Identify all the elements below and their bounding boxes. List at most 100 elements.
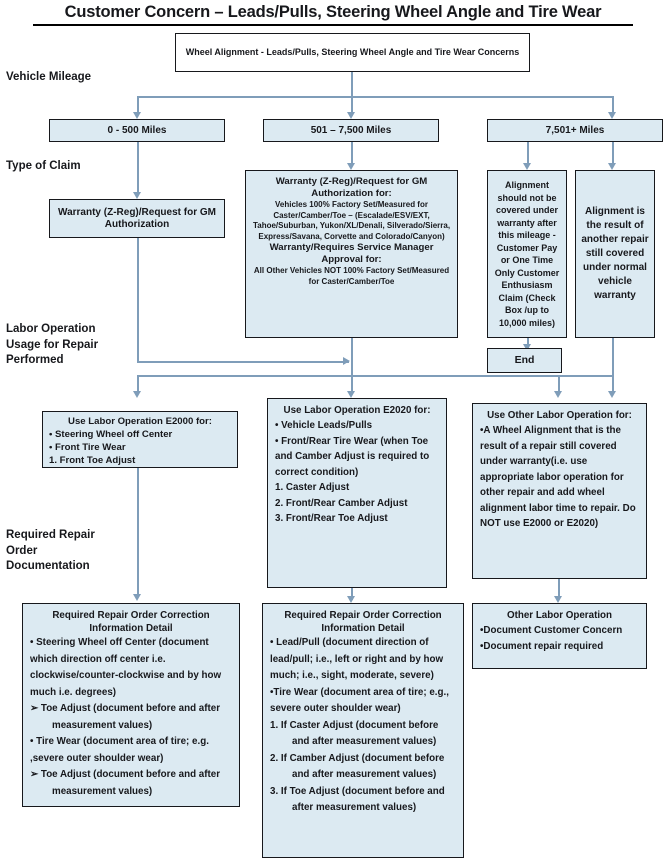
doc-node-left-header: Required Repair Order Correction Informa… (52, 610, 210, 634)
start-node-text: Wheel Alignment - Leads/Pulls, Steering … (185, 46, 520, 57)
connector-claim-low-right (137, 361, 349, 363)
labor-node-e2020-item: 1. Caster Adjust (275, 482, 350, 493)
doc-node-middle-item: 3. If Toe Adjust (document before and af… (270, 785, 445, 814)
lane-label-line: Repair (62, 338, 99, 351)
page-title: Customer Concern – Leads/Pulls, Steering… (33, 2, 633, 26)
lane-label-line: Required (6, 529, 56, 541)
claim-node-high-customer-pay[interactable]: Alignment should not be covered under wa… (487, 170, 567, 338)
lane-label-line: Mileage (48, 71, 92, 83)
arrowhead-claim-low (133, 192, 141, 199)
doc-node-right[interactable]: Other Labor Operation •Document Customer… (472, 603, 647, 669)
doc-node-middle-item: 2. If Camber Adjust (document before and… (270, 752, 445, 781)
labor-node-e2020-item: • Front/Rear Tire Wear (when Toe and Cam… (275, 435, 430, 478)
lane-label-vehicle-mileage: Vehicle Mileage (6, 70, 111, 86)
doc-node-left-item: • Steering Wheel off Center (document wh… (30, 637, 222, 698)
connector-e2020-to-doc (351, 588, 353, 600)
lane-label-labor-operation: Labor Operation Usage for Repair Perform… (6, 322, 111, 369)
claim-node-mid-bullet-2: Warranty/Requires Service Manager Approv… (269, 242, 434, 265)
claim-node-low[interactable]: Warranty (Z-Reg)/Request for GM Authoriz… (49, 199, 225, 238)
lane-label-line: Vehicle (6, 71, 46, 83)
labor-node-e2000[interactable]: Use Labor Operation E2000 for: • Steerin… (42, 411, 238, 468)
end-node[interactable]: End (487, 348, 562, 373)
labor-node-e2020-item: 3. Front/Rear Toe Adjust (275, 513, 388, 524)
arrowhead-claim-high-a (523, 163, 531, 170)
lane-label-line: Usage for (6, 338, 60, 351)
mileage-node-high[interactable]: 7,501+ Miles (487, 119, 663, 142)
connector-bus-to-other (558, 375, 560, 394)
doc-node-right-header: Other Labor Operation (506, 610, 613, 621)
connector-start-down (351, 72, 353, 97)
doc-node-middle-item: • Lead/Pull (document direction of lead/… (270, 637, 444, 681)
arrowhead-end (523, 344, 531, 351)
connector-mileage-bus (137, 96, 613, 98)
lane-label-line: Repair (59, 529, 95, 541)
claim-node-high-other-repair[interactable]: Alignment is the result of another repai… (575, 170, 655, 338)
doc-node-left-item: ➢ Toe Adjust (document before and after … (30, 703, 221, 731)
arrowhead-labor-other-b (608, 391, 616, 398)
arrowhead-labor-other-a (554, 391, 562, 398)
claim-node-mid-detail-1: Vehicles 100% Factory Set/Measured for C… (252, 200, 451, 241)
mileage-node-mid-label: 501 – 7,500 Miles (310, 124, 392, 136)
doc-node-middle-item: 1. If Caster Adjust (document before and… (270, 719, 439, 748)
claim-node-high-customer-pay-label: Alignment should not be covered under wa… (494, 180, 560, 328)
connector-other-repair-down (612, 338, 614, 394)
labor-node-e2000-item: • Steering Wheel off Center (49, 428, 173, 440)
lane-label-line: Operation (41, 323, 96, 335)
labor-node-other[interactable]: Use Other Labor Operation for: •A Wheel … (472, 403, 647, 579)
start-node: Wheel Alignment - Leads/Pulls, Steering … (175, 33, 530, 72)
doc-node-left-item: ➢ Toe Adjust (document before and after … (30, 769, 221, 797)
lane-label-line: Labor (6, 323, 38, 335)
connector-low-to-claim (137, 142, 139, 194)
labor-node-e2000-item: • Front Tire Wear (49, 441, 126, 453)
labor-node-other-header: Use Other Labor Operation for: (487, 410, 632, 421)
mileage-node-low[interactable]: 0 - 500 Miles (49, 119, 225, 142)
doc-node-left-item: • Tire Wear (document area of tire; e.g.… (30, 736, 209, 764)
connector-to-mileage-mid (351, 96, 353, 114)
doc-node-left[interactable]: Required Repair Order Correction Informa… (22, 603, 240, 807)
arrowhead-doc-left (133, 594, 141, 601)
arrowhead-labor-e2020 (347, 391, 355, 398)
end-node-label: End (514, 353, 535, 366)
arrowhead-mileage-low (133, 112, 141, 119)
claim-node-high-other-repair-label: Alignment is the result of another repai… (581, 206, 649, 301)
connector-claim-mid-down (351, 338, 353, 394)
doc-node-right-item: •Document Customer Concern (480, 625, 623, 636)
labor-node-e2000-header: Use Labor Operation E2000 for: (68, 416, 212, 427)
arrowhead-doc-middle (347, 596, 355, 603)
connector-customer-pay-to-end (527, 338, 529, 348)
claim-node-low-label: Warranty (Z-Reg)/Request for GM Authoriz… (58, 207, 216, 230)
claim-node-mid[interactable]: Warranty (Z-Reg)/Request for GM Authoriz… (245, 170, 458, 338)
doc-node-middle-header: Required Repair Order Correction Informa… (284, 610, 442, 634)
arrowhead-claim-high-b (608, 163, 616, 170)
labor-node-e2020-item: 2. Front/Rear Camber Adjust (275, 497, 408, 509)
connector-claim-low-down (137, 238, 139, 362)
lane-label-line: Type of (6, 160, 47, 172)
connector-to-mileage-high (612, 96, 614, 114)
mileage-node-mid[interactable]: 501 – 7,500 Miles (263, 119, 439, 142)
arrowhead-claim-low-into-mid (343, 357, 350, 365)
mileage-node-high-label: 7,501+ Miles (545, 124, 605, 136)
arrowhead-labor-e2000 (133, 391, 141, 398)
lane-label-line: Claim (49, 160, 81, 172)
connector-bus-to-e2000 (137, 375, 139, 394)
labor-node-e2020-item: • Vehicle Leads/Pulls (275, 420, 373, 431)
connector-labor-bus (137, 375, 613, 377)
connector-high-to-claim-b (612, 142, 614, 166)
arrowhead-mileage-mid (347, 112, 355, 119)
mileage-node-low-label: 0 - 500 Miles (107, 124, 167, 136)
connector-other-to-doc (558, 579, 560, 599)
arrowhead-claim-mid (347, 163, 355, 170)
labor-node-e2020-header: Use Labor Operation E2020 for: (283, 405, 431, 416)
doc-node-middle[interactable]: Required Repair Order Correction Informa… (262, 603, 464, 858)
connector-to-mileage-low (137, 96, 139, 114)
connector-e2000-to-doc (137, 468, 139, 596)
doc-node-middle-item: •Tire Wear (document area of tire; e.g.,… (270, 686, 449, 715)
arrowhead-doc-right (554, 596, 562, 603)
claim-node-mid-detail-2: All Other Vehicles NOT 100% Factory Set/… (253, 266, 450, 286)
lane-label-line: Order (6, 544, 38, 557)
lane-label-type-of-claim: Type of Claim (6, 159, 111, 175)
labor-node-e2000-item: 1. Front Toe Adjust (49, 454, 136, 466)
labor-node-e2020[interactable]: Use Labor Operation E2020 for: • Vehicle… (267, 398, 447, 588)
connector-high-to-claim-a (527, 142, 529, 166)
lane-label-line: Performed (6, 354, 64, 366)
